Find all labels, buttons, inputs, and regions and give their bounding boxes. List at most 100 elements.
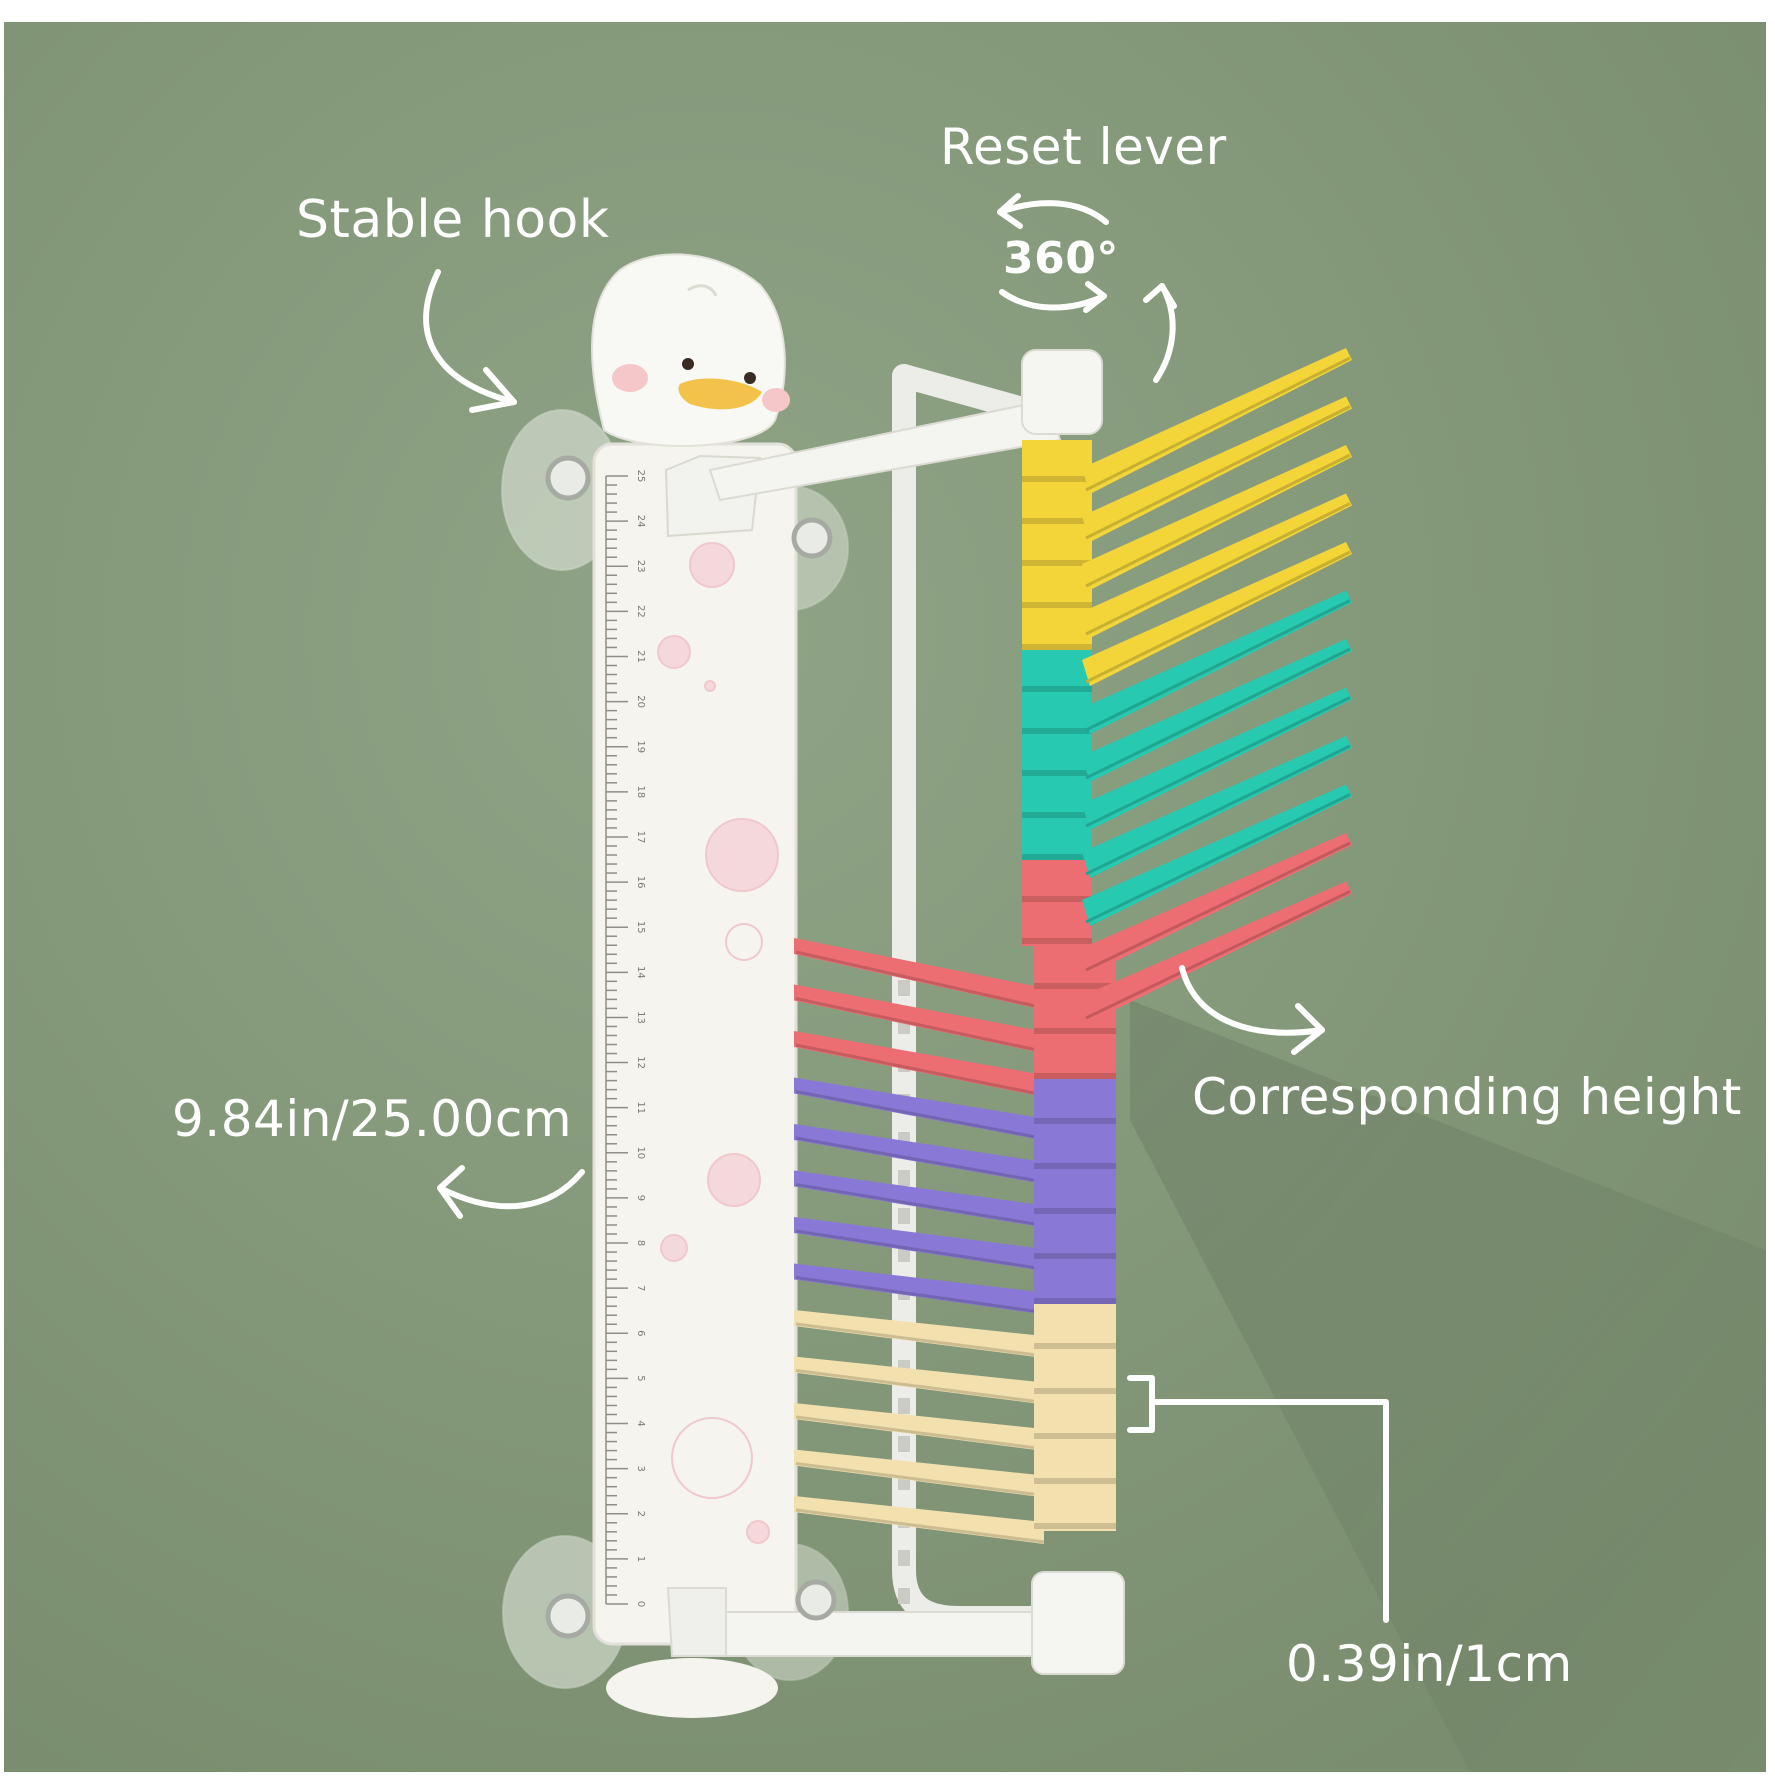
left-arm bbox=[794, 1356, 1044, 1405]
duck-cheek-left bbox=[612, 364, 648, 392]
width-arrowhead bbox=[437, 1165, 465, 1219]
rotate-arrow-bottom bbox=[999, 289, 1107, 311]
right-arm-shade bbox=[1085, 502, 1351, 636]
column-bottom-cap bbox=[1031, 1571, 1125, 1675]
left-arm-shade bbox=[795, 1369, 1045, 1404]
ruler-number: 0 bbox=[635, 1601, 646, 1607]
lever-slot bbox=[898, 1170, 910, 1186]
ruler-scale: 2524232221201918171615141312111098765432… bbox=[605, 470, 646, 1607]
duck-beak bbox=[678, 378, 762, 410]
left-arm bbox=[794, 1496, 1044, 1544]
left-arm bbox=[794, 1031, 1044, 1097]
ruler-number: 18 bbox=[635, 785, 646, 798]
lever-slot bbox=[898, 1436, 910, 1452]
ruler-number: 2 bbox=[635, 1511, 646, 1517]
left-arm bbox=[794, 1217, 1044, 1271]
ruler-number: 14 bbox=[635, 966, 646, 979]
left-arm-shade bbox=[795, 1415, 1045, 1451]
left-arm-shade bbox=[795, 1322, 1045, 1358]
column-ring bbox=[1034, 1433, 1116, 1439]
column-ring bbox=[1034, 983, 1116, 989]
column-ring bbox=[1022, 938, 1092, 944]
left-arm-shade bbox=[795, 1043, 1045, 1097]
pink-dot bbox=[705, 818, 779, 892]
column-ring bbox=[1034, 1073, 1116, 1079]
right-arm-shade bbox=[1085, 841, 1351, 972]
right-arm-shade bbox=[1085, 356, 1351, 492]
left-arm-shade bbox=[795, 1090, 1045, 1140]
pink-dot bbox=[707, 1153, 761, 1207]
screw-top-right bbox=[791, 517, 833, 559]
right-arm-shade bbox=[1085, 550, 1351, 684]
lever-slot bbox=[898, 1208, 910, 1224]
column-ring bbox=[1034, 1343, 1116, 1349]
right-arm-shade bbox=[1085, 890, 1351, 1020]
bottom-arm-bar bbox=[721, 1611, 1063, 1657]
pink-dot bbox=[657, 635, 691, 669]
right-arm-shade bbox=[1085, 405, 1351, 540]
left-arm bbox=[794, 1449, 1044, 1498]
duck-hook bbox=[591, 253, 790, 447]
pink-dot bbox=[671, 1417, 753, 1499]
right-arm-shade bbox=[1085, 453, 1351, 588]
pink-dots-decoration bbox=[657, 542, 779, 1544]
left-arm bbox=[794, 984, 1044, 1054]
column-ring bbox=[1022, 644, 1092, 650]
column-ring bbox=[1034, 1298, 1116, 1304]
lever-slot bbox=[898, 1588, 910, 1604]
cast-shadow bbox=[1130, 1000, 1766, 1772]
column-ring bbox=[1034, 1388, 1116, 1394]
height-arrowhead bbox=[1291, 1003, 1325, 1055]
label-reset-lever: Reset lever bbox=[940, 118, 1227, 176]
duck-eye-right bbox=[744, 372, 756, 384]
column-ring bbox=[1034, 1253, 1116, 1259]
ruler-number: 11 bbox=[635, 1101, 646, 1114]
column-ring bbox=[1022, 812, 1092, 818]
right-arm-shade bbox=[1085, 744, 1351, 876]
ruler-number: 17 bbox=[635, 831, 646, 844]
column-ring bbox=[1022, 560, 1092, 566]
stable-hook-arrowhead bbox=[469, 367, 517, 413]
left-arm bbox=[794, 938, 1044, 1010]
left-arm-shade bbox=[795, 1276, 1045, 1314]
left-arm-shade bbox=[795, 1183, 1045, 1227]
rotate-arrowhead-top bbox=[997, 193, 1023, 229]
ruler-number: 10 bbox=[635, 1146, 646, 1159]
right-arm-shade bbox=[1085, 696, 1351, 828]
left-arm bbox=[794, 1124, 1044, 1184]
step-leader-line bbox=[1149, 1399, 1389, 1623]
ruler-number: 7 bbox=[635, 1285, 646, 1291]
duck-wing-mark bbox=[687, 284, 718, 297]
column-ring bbox=[1022, 686, 1092, 692]
lever-slot bbox=[898, 1398, 910, 1414]
bottom-hook-bracket bbox=[666, 1587, 727, 1657]
duck-eye-left bbox=[682, 358, 694, 370]
right-arm-shade bbox=[1085, 793, 1351, 924]
label-rotation-360: 360° bbox=[1003, 233, 1119, 284]
ruler-number: 1 bbox=[635, 1556, 646, 1562]
label-corresponding-height: Corresponding height bbox=[1192, 1068, 1742, 1126]
ruler-number: 5 bbox=[635, 1375, 646, 1381]
ruler-number: 24 bbox=[635, 515, 646, 528]
left-arm bbox=[794, 1263, 1044, 1315]
left-arm-shade bbox=[795, 1462, 1045, 1497]
ruler-number: 25 bbox=[635, 470, 646, 483]
column-ring bbox=[1034, 1208, 1116, 1214]
right-arm-shade bbox=[1085, 599, 1351, 732]
height-arrow bbox=[1179, 965, 1325, 1036]
column-ring bbox=[1034, 1478, 1116, 1484]
column-ring bbox=[1022, 896, 1092, 902]
column-ring bbox=[1034, 1118, 1116, 1124]
right-arm-shade bbox=[1085, 647, 1351, 780]
ruler-number: 8 bbox=[635, 1240, 646, 1246]
pink-dot bbox=[689, 542, 735, 588]
ruler-number: 9 bbox=[635, 1195, 646, 1201]
left-arm-shade bbox=[795, 950, 1045, 1010]
column-ring bbox=[1022, 476, 1092, 482]
left-arm bbox=[794, 1170, 1044, 1228]
ruler-number: 21 bbox=[635, 650, 646, 663]
label-ruler-height: 9.84in/25.00cm bbox=[172, 1090, 573, 1148]
lever-arrowhead bbox=[1143, 283, 1177, 309]
pink-dot bbox=[746, 1520, 770, 1544]
